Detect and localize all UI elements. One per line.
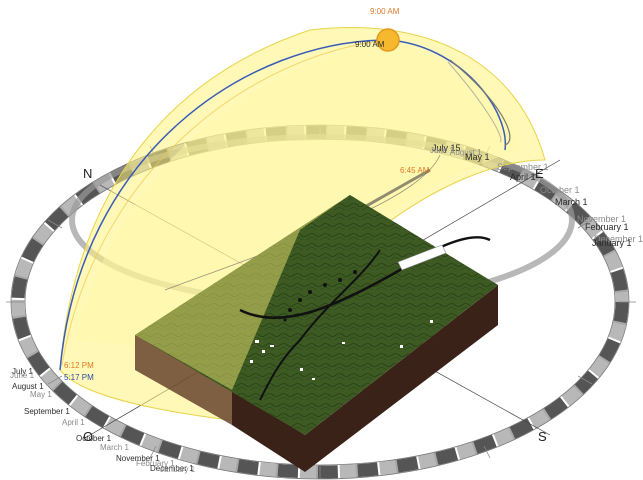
- west-date-apr1: April 1: [62, 418, 85, 427]
- east-date-oct1: October 1: [540, 185, 580, 195]
- west-date-sep1: September 1: [24, 407, 70, 416]
- sun-dome-inner: [75, 40, 520, 360]
- compass-south: S: [538, 429, 547, 444]
- west-date-jun1: June 1: [10, 371, 35, 380]
- west-date-oct1: October 1: [76, 434, 112, 443]
- east-date-apr1: April 1: [510, 172, 536, 182]
- sun-time-orange: 9:00 AM: [370, 7, 400, 16]
- east-date-jul15: July 15: [432, 143, 461, 153]
- sunset-time-orange: 6:12 PM: [64, 361, 94, 370]
- east-date-nov1: November 1: [577, 214, 626, 224]
- west-date-may1: May 1: [30, 390, 52, 399]
- compass-north: N: [83, 166, 92, 181]
- west-date-nov1: November 1: [116, 454, 160, 463]
- west-date-aug1: August 1: [12, 382, 44, 391]
- west-date-feb1: February 1: [136, 459, 175, 468]
- sunset-time-blue: 5:17 PM: [64, 373, 94, 382]
- east-date-sep1: September 1: [497, 162, 549, 172]
- sunrise-time: 6:45 AM: [400, 166, 430, 175]
- west-date-dec1: December 1: [150, 464, 194, 473]
- west-date-labels: July 1 June 1 August 1 May 1 September 1…: [10, 367, 196, 474]
- east-date-jan1: January 1: [592, 238, 632, 248]
- east-date-may1: May 1: [465, 152, 490, 162]
- sun-time-dark: 9:00 AM: [355, 40, 385, 49]
- east-date-dec1: December 1: [594, 234, 643, 244]
- west-date-mar1: March 1: [100, 443, 129, 452]
- compass-west: O: [83, 429, 93, 444]
- west-date-jan1: January 1: [160, 465, 196, 474]
- sun-icon[interactable]: [376, 28, 400, 52]
- compass-east: E: [535, 166, 544, 181]
- west-date-jul1: July 1: [12, 367, 33, 376]
- east-date-mar1: March 1: [555, 197, 588, 207]
- east-date-feb1: February 1: [585, 222, 629, 232]
- east-date-labels: July 15 June 1 August 1 May 1 September …: [430, 143, 643, 248]
- east-date-jun1: June 1: [430, 146, 455, 155]
- east-date-aug1: August 1: [450, 148, 482, 157]
- terrain-model: [135, 195, 498, 472]
